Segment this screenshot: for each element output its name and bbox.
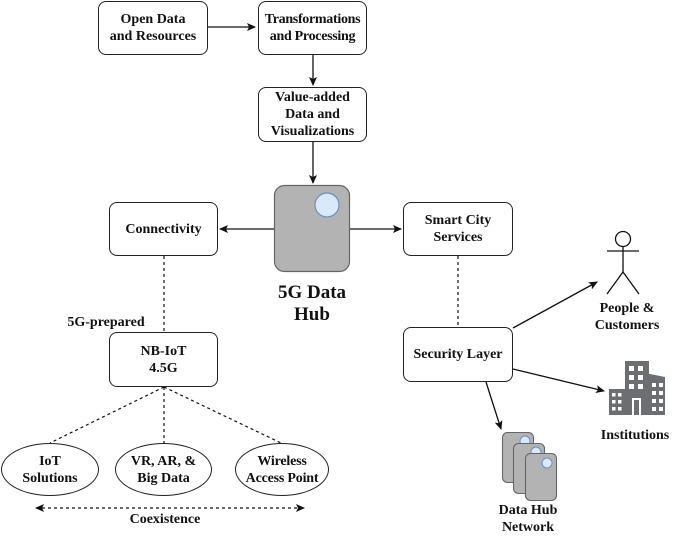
node-open-data[interactable]: Open Data and Resources [98, 1, 208, 55]
node-iot-solutions[interactable]: IoT Solutions [1, 443, 99, 496]
node-wireless-access-point[interactable]: Wireless Access Point [235, 443, 329, 496]
server-stack-icon [501, 431, 558, 502]
five-g-prepared-label: 5G-prepared [67, 315, 145, 330]
node-smart-city[interactable]: Smart City Services [403, 202, 513, 256]
server-icon [273, 184, 351, 273]
institutions-label: Institutions [600, 428, 670, 443]
edge-nbiot-to-wireless [163, 386, 282, 444]
people-customers-label: People & Customers [594, 301, 660, 333]
person-icon [606, 230, 640, 295]
node-connectivity[interactable]: Connectivity [109, 202, 218, 256]
node-security-layer[interactable]: Security Layer [403, 327, 513, 382]
node-nbiot[interactable]: NB-IoT 4.5G [109, 332, 218, 387]
node-value-added[interactable]: Value-added Data and Visualizations [258, 87, 367, 142]
data-hub-network-label: Data Hub Network [498, 503, 558, 535]
coexistence-label: Coexistence [129, 512, 201, 527]
edge-security-to-network [485, 381, 503, 430]
hub-label: 5G Data Hub [277, 282, 347, 325]
node-vr-ar-big-data[interactable]: VR, AR, & Big Data [115, 443, 212, 496]
edge-nbiot-to-iot [49, 386, 165, 444]
edge-security-to-institutions [512, 368, 605, 394]
node-transformations[interactable]: Transformations and Processing [258, 1, 367, 55]
building-icon [609, 361, 665, 415]
edge-security-to-people [512, 281, 598, 329]
